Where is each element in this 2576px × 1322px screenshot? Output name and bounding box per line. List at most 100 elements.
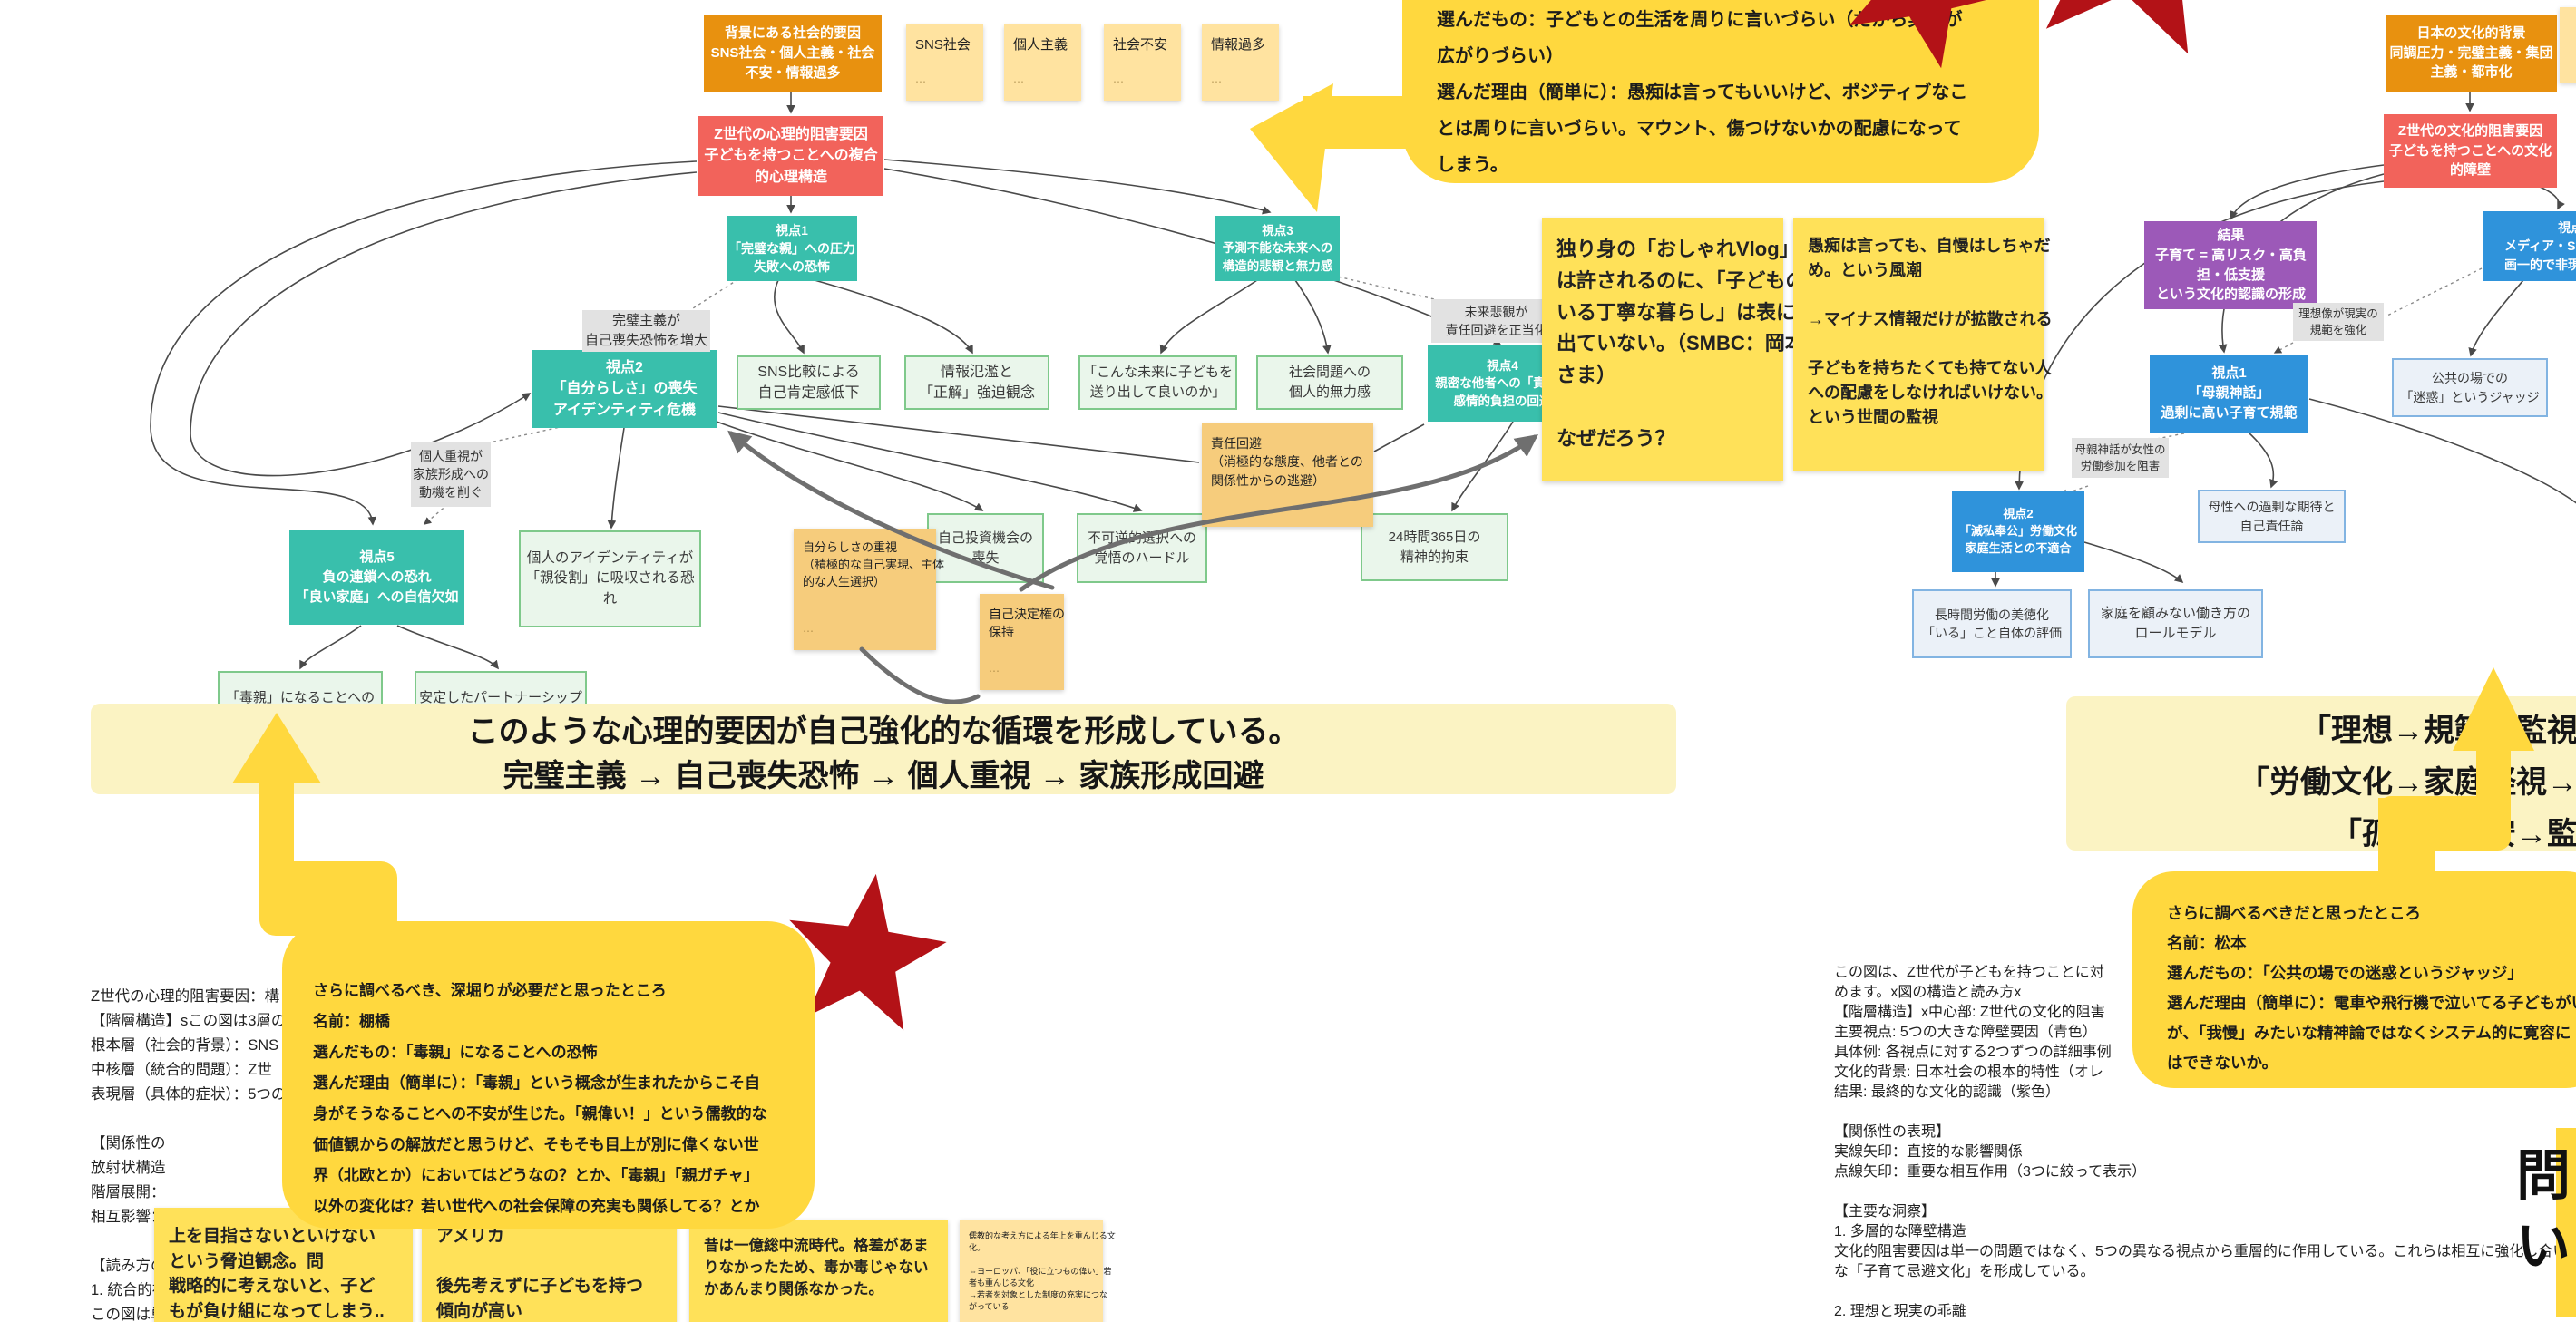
text-line: 24時間365日の [1388,529,1481,545]
node-l-g-247[interactable]: 24時間365日の精神的拘束 [1361,513,1508,581]
text-line: 傾向が高い [436,1301,523,1321]
text-line: 家庭を顧みない働き方の [2100,606,2250,622]
node-l-g-identity[interactable]: 個人のアイデンティティが「親役割」に吸収される恐れ [519,530,701,627]
text-line: 個人重視が [419,448,483,463]
text-line: 負の連鎖への恐れ [322,569,432,586]
comment-bubble-top[interactable]: 選んだもの：子どもとの生活を周りに言いづらい（だから実態が広がりづらい）選んだ理… [1402,0,2039,183]
text-line: 【関係性の [91,1135,166,1152]
node-r-bg-orange[interactable]: 日本の文化的背景同調圧力・完璧主義・集団主義・都市化 [2386,15,2557,92]
node-r-lbl-ideal[interactable]: 理想像が現実の規範を強化 [2293,303,2384,341]
node-r-v2[interactable]: 視点2「滅私奉公」労働文化家庭生活との不適合 [1952,491,2084,572]
node-b-s4[interactable]: 儒教的な考え方による年上を重んじる文化。 ⇔ヨーロッパ、「役に立つもの偉い」若者… [960,1220,1116,1322]
more-text-indicator: ⋯ [915,74,926,88]
node-n-joho[interactable]: 情報過多⋯ [1202,24,1279,101]
node-r-public[interactable]: 公共の場での「迷惑」というジャッジ [2392,358,2548,417]
node-m-s-hitorimi[interactable]: 独り身の「おしゃれVlog」は許されるのに、「子どものいる丁寧な暮らし」は表に出… [1542,218,1805,481]
text-line: SNS社会 [915,37,971,53]
text-line: 具体例: 各視点に対する2つずつの詳細事例 [1834,1045,2112,1060]
text-line: 母親神話が女性の [2074,442,2166,456]
text-line: 責任回避を正当化 [1445,323,1547,337]
text-line: 【主要な洞察】 [1834,1204,1937,1220]
text-line: 責任回避 [1211,436,1262,451]
node-l-g-invest[interactable]: 自己投資機会の喪失 [927,513,1044,583]
node-n-kojin[interactable]: 個人主義⋯ [1004,24,1081,101]
summary-banner-left[interactable]: このような心理的要因が自己強化的な循環を形成している。 完璧主義 → 自己喪失恐… [91,704,1676,794]
node-r-v5[interactable]: 視点5メディア・SNSの理想像画一的で非現実的な基準 [2483,211,2576,281]
node-r-corner-sticky[interactable] [2560,7,2576,83]
text-line: 構造的悲観と無力感 [1222,258,1333,273]
text-line: かあんまり関係なかった。 [704,1280,883,1298]
comment-bubble-tanahashi[interactable]: さらに調べるべき、深堀りが必要だと思ったところ名前：棚橋選んだもの：「毒親」にな… [282,921,815,1229]
node-r-lbl-myth[interactable]: 母親神話が女性の労働参加を阻害 [2072,438,2169,478]
text-line: ロールモデル [2134,626,2217,641]
text-line: 喪失 [971,549,1000,566]
text-line: 「理想→規範→監視→ [2300,714,2576,748]
text-line: はできないか。 [2167,1054,2278,1072]
text-line: 昔は一億総中流時代。格差があま [704,1238,929,1254]
text-line: 選んだもの：「毒親」になることへの恐怖 [313,1044,598,1061]
node-l-s-jiko[interactable]: 自己決定権の保持⋯ [980,594,1065,690]
text-line: 社会問題への [1288,365,1371,381]
node-n-fuan[interactable]: 社会不安⋯ [1104,24,1181,101]
text-line: Z世代の心理的阻害要因 [714,127,868,143]
node-l-g-info[interactable]: 情報氾濫と「正解」強迫観念 [904,355,1049,410]
node-l-lbl-perfect[interactable]: 完璧主義が自己喪失恐怖を増大 [582,310,710,352]
node-l-v2[interactable]: 視点2「自分らしさ」の喪失アイデンティティ危機 [532,350,717,428]
node-l-g-irrev[interactable]: 不可逆的選択への覚悟のハードル [1077,513,1207,583]
node-r-longwork[interactable]: 長時間労働の美徳化「いる」こと自体の評価 [1912,589,2072,658]
text-line: 精神的拘束 [1400,549,1469,565]
node-r-purple[interactable]: 結果子育て = 高リスク・高負担・低支援という文化的認識の形成 [2144,221,2317,309]
node-l-lbl-personal[interactable]: 個人重視が家族形成への動機を削ぐ [411,442,491,507]
node-m-s-guchi[interactable]: 愚痴は言っても、自慢はしちゃだめ。という風潮 →マイナス情報だけが拡散される 子… [1793,218,2053,471]
node-l-s-sekinin[interactable]: 責任回避（消極的な態度、他者との関係性からの逃避） [1202,423,1373,527]
text-line: 社会不安 [1113,37,1168,53]
node-l-s-jibun[interactable]: 自分らしさの重視（積極的な自己実現、主体的な人生選択）⋯ [794,529,944,650]
text-line: この図は、Z世代が子どもを持つことに対 [1834,965,2104,980]
node-l-g-future2[interactable]: 「こんな未来に子どもを送り出して良いのか」 [1078,355,1237,410]
text-line: 同調圧力・完璧主義・集団 [2389,44,2553,61]
text-line: 出ていない。（SMBC：岡本 [1556,332,1805,355]
notes-text-block-right[interactable]: この図は、Z世代が子どもを持つことに対めます。x図の構造と読み方x【階層構造】x… [1834,963,2567,1322]
text-line: 的障壁 [2449,162,2491,179]
node-r-core-red[interactable]: Z世代の文化的阻害要因子どもを持つことへの文化的障壁 [2384,114,2557,188]
text-line: 規範を強化 [2309,324,2367,336]
text-line: 子どもを持つことへの複合 [704,148,878,164]
node-b-s3[interactable]: 昔は一億総中流時代。格差があまりなかったため、毒か毒じゃないかあんまり関係なかっ… [689,1220,948,1322]
text-line: 視点1 [2211,365,2247,382]
node-l-g-sns[interactable]: SNS比較による自己肯定感低下 [737,355,881,410]
more-text-indicator: ⋯ [1211,74,1222,88]
node-n-sns[interactable]: SNS社会 ⋯ [906,24,983,101]
text-line: 表現層（具体的症状）：5つの [91,1086,287,1103]
text-line: 「正解」強迫観念 [918,385,1035,401]
text-line: 主要視点: 5つの大きな障壁要因（青色） [1834,1025,2097,1040]
node-corner-strip[interactable] [2556,1128,2576,1317]
text-line: 「こんな未来に子どもを [1082,365,1233,381]
text-line: 失敗への恐怖 [754,259,830,275]
text-line: 「良い家庭」への自信欠如 [295,588,459,605]
text-line: 選んだ理由（簡単に）：「毒親」という概念が生まれたからこそ自 [313,1074,760,1092]
node-r-rolemodel[interactable]: 家庭を顧みない働き方のロールモデル [2088,589,2263,658]
node-l-v1[interactable]: 視点1「完璧な親」への圧力失敗への恐怖 [727,216,857,281]
text-line: 視点2 [2003,507,2034,521]
node-r-expect[interactable]: 母性への過剰な期待と自己責任論 [2198,490,2346,543]
comment-bubble-matsumoto[interactable]: さらに調べるべきだと思ったところ名前：松本選んだもの：「公共の場での迷惑というジ… [2132,871,2576,1088]
text-line: めます。x図の構造と読み方x [1834,985,2022,1000]
notes-text-block-left[interactable]: Z世代の心理的阻害要因：構【階層構造】sこの図は3層の根本層（社会的背景）：SN… [91,985,286,1322]
text-line: 独り身の「おしゃれVlog」 [1556,238,1800,260]
node-l-g-social[interactable]: 社会問題への個人的無力感 [1256,355,1403,410]
text-line: 選んだ理由（簡単に）：電車や飛行機で泣いてる子どもがい [2167,994,2576,1012]
text-line: 家庭生活との不適合 [1965,540,2072,555]
text-line: 視点4 [1487,358,1518,373]
summary-banner-right[interactable]: 「理想→規範→監視→「労働文化→家庭軽視→母「孤立→不安→監視 [2066,696,2576,851]
corner-text[interactable]: 問い [2516,1141,2571,1282]
node-l-core-red[interactable]: Z世代の心理的阻害要因子どもを持つことへの複合的心理構造 [698,116,883,196]
text-line [436,1249,441,1275]
text-line: 価値観からの解放だと思うけど、そもそも目上が別に偉くない世 [313,1136,759,1153]
text-line: 文化的背景: 日本社会の根本的特性（オレ [1834,1064,2103,1080]
text-line: 結果 [2217,228,2245,243]
node-r-v1[interactable]: 視点1「母親神話」過剰に高い子育て規範 [2150,355,2308,433]
